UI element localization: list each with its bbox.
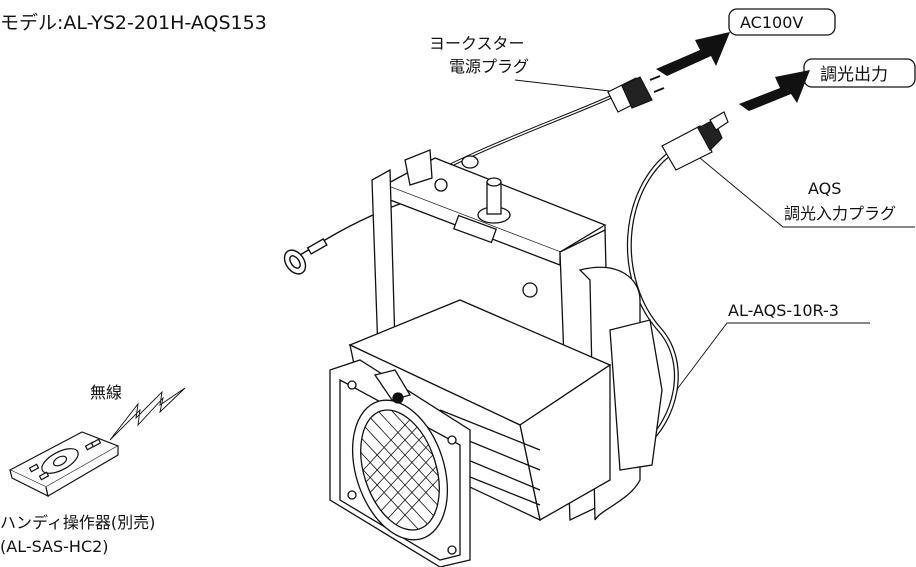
dimming-arrow-icon [739,70,810,111]
lighting-fixture [329,149,663,567]
svg-text:調光出力: 調光出力 [820,65,888,85]
cable-label: AL-AQS-10R-3 [728,301,839,320]
yorkstar-label-line1: ヨークスター [429,34,525,53]
aqs-label-line1: AQS [808,179,841,198]
remote-label-line2: (AL-SAS-HC2) [0,537,109,556]
wireless-label: 無線 [90,383,122,402]
remote-label-line1: ハンディ操作器(別売) [0,513,155,532]
ac100v-tag: AC100V [728,8,836,36]
yorkstar-label-line2: 電源プラグ [449,57,529,76]
ac100v-arrow-icon [656,32,730,76]
svg-text:AC100V: AC100V [740,13,803,32]
aqs-label-line2: 調光入力プラグ [784,204,896,223]
model-label: モデル:AL-YS2-201H-AQS153 [0,12,267,34]
aqs-cable [626,149,679,447]
wireless-signal-icon [109,387,186,441]
dimming-output-tag: 調光出力 [803,58,916,88]
safety-wire-hook-icon [283,195,426,275]
aqs-dimming-plug-icon [661,111,729,171]
yorkstar-power-plug-icon [607,75,665,113]
handheld-remote-icon [8,431,120,498]
